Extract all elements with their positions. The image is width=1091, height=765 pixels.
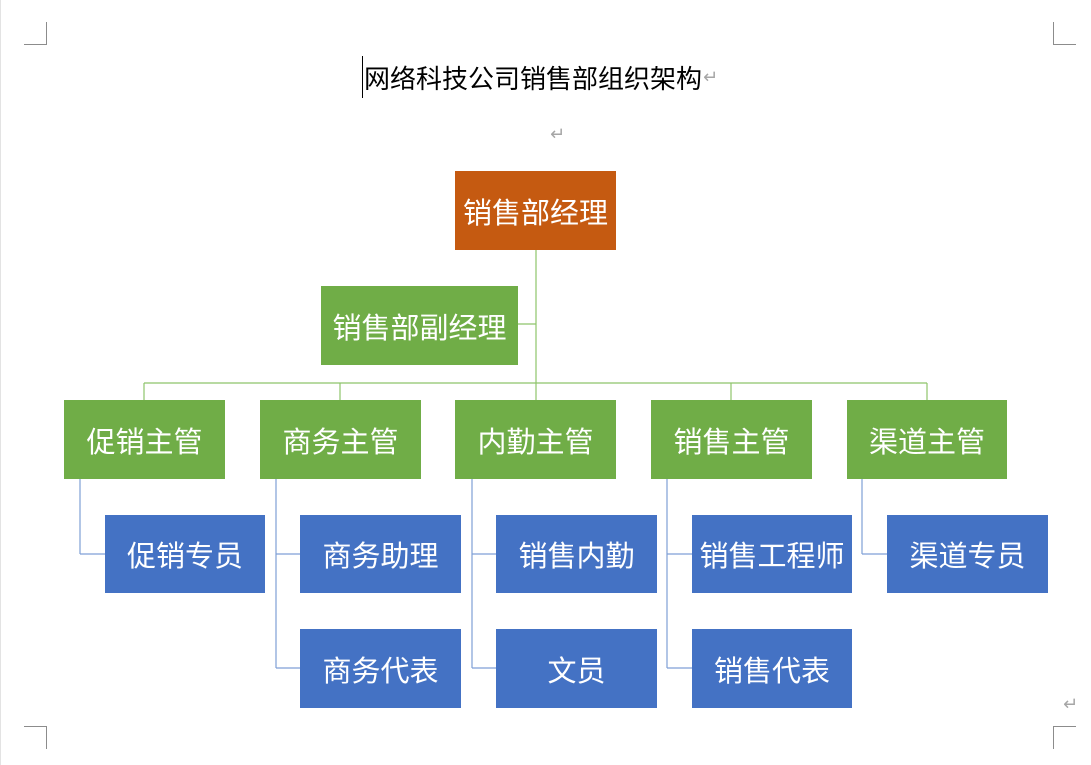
paragraph-mark-icon: ↵ — [550, 124, 566, 145]
org-node-staff[interactable]: 销售内勤 — [496, 515, 657, 593]
title-paragraph[interactable]: 网络科技公司销售部组织架构 ↵ — [362, 56, 718, 98]
crop-mark-bottom-right — [1053, 726, 1076, 749]
paragraph-mark-icon: ↵ — [703, 66, 719, 88]
org-node-staff[interactable]: 渠道专员 — [887, 515, 1048, 593]
org-node-supervisor[interactable]: 商务主管 — [260, 400, 421, 479]
org-node-root[interactable]: 销售部经理 — [455, 171, 616, 250]
crop-mark-top-left — [24, 22, 47, 45]
org-node-supervisor[interactable]: 渠道主管 — [847, 400, 1007, 479]
org-node-staff[interactable]: 文员 — [496, 629, 657, 708]
org-node-supervisor[interactable]: 内勤主管 — [455, 400, 616, 479]
org-node-staff[interactable]: 销售代表 — [692, 629, 852, 708]
paragraph-mark-icon: ↵ — [1063, 694, 1079, 715]
org-node-staff[interactable]: 销售工程师 — [692, 515, 852, 593]
page-title[interactable]: 网络科技公司销售部组织架构 — [364, 64, 703, 95]
org-node-staff[interactable]: 商务助理 — [300, 515, 461, 593]
org-node-assistant[interactable]: 销售部副经理 — [321, 286, 518, 365]
org-node-supervisor[interactable]: 促销主管 — [64, 400, 225, 479]
text-cursor — [362, 56, 363, 98]
org-node-staff[interactable]: 促销专员 — [105, 515, 265, 593]
org-node-staff[interactable]: 商务代表 — [300, 629, 461, 708]
crop-mark-top-right — [1053, 22, 1076, 45]
crop-mark-bottom-left — [24, 726, 47, 749]
page-left-edge — [0, 0, 1, 765]
org-node-supervisor[interactable]: 销售主管 — [651, 400, 812, 479]
